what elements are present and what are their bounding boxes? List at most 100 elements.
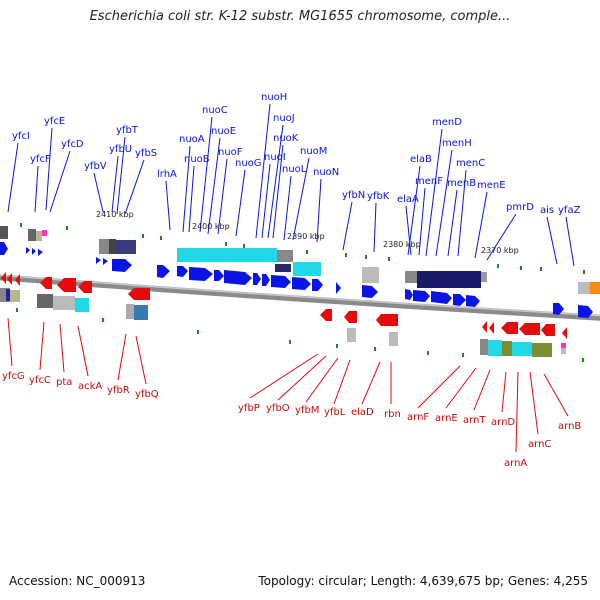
gene-label-menB[interactable]: menB bbox=[447, 178, 476, 189]
gene-arrow[interactable] bbox=[376, 314, 398, 326]
gene-arrow[interactable] bbox=[177, 266, 188, 277]
gene-arrow[interactable] bbox=[541, 324, 555, 336]
gene-arrow[interactable] bbox=[103, 258, 108, 265]
gene-label-nuoL[interactable]: nuoL bbox=[282, 164, 307, 175]
gene-arrow[interactable] bbox=[157, 265, 170, 278]
gene-arrow[interactable] bbox=[57, 278, 76, 292]
gene-label-nuoI[interactable]: nuoI bbox=[264, 152, 286, 163]
gene-arrow[interactable] bbox=[38, 249, 43, 256]
gene-arrow[interactable] bbox=[15, 274, 20, 286]
gene-label-elaB[interactable]: elaB bbox=[410, 154, 432, 165]
gene-arrow[interactable] bbox=[253, 273, 261, 285]
gene-label-nuoE[interactable]: nuoE bbox=[211, 126, 236, 137]
gene-label-yfcE[interactable]: yfcE bbox=[44, 116, 65, 127]
gene-label-arnE[interactable]: arnE bbox=[435, 413, 458, 424]
gene-label-elaD[interactable]: elaD bbox=[351, 407, 374, 418]
gene-arrow[interactable] bbox=[189, 267, 213, 281]
gene-arrow[interactable] bbox=[32, 248, 36, 255]
gene-arrow[interactable] bbox=[431, 291, 452, 304]
gene-label-yfcF[interactable]: yfcF bbox=[30, 154, 51, 165]
gene-label-nuoM[interactable]: nuoM bbox=[300, 146, 327, 157]
gene-label-nuoA[interactable]: nuoA bbox=[179, 134, 205, 145]
gene-label-yfbU[interactable]: yfbU bbox=[109, 144, 132, 155]
sequence-title: Escherichia coli str. K-12 substr. MG165… bbox=[89, 9, 511, 24]
gene-label-yfaZ[interactable]: yfaZ bbox=[558, 205, 581, 216]
gene-arrow[interactable] bbox=[413, 290, 430, 302]
feature-box bbox=[99, 239, 109, 254]
gene-label-yfbN[interactable]: yfbN bbox=[342, 190, 365, 201]
gene-arrow[interactable] bbox=[271, 275, 291, 288]
gene-label-yfbO[interactable]: yfbO bbox=[266, 403, 290, 414]
gene-arrow[interactable] bbox=[336, 282, 341, 294]
gene-label-arnT[interactable]: arnT bbox=[463, 415, 486, 426]
gene-label-ais[interactable]: ais bbox=[540, 205, 554, 216]
gene-arrow[interactable] bbox=[0, 242, 8, 255]
gene-arrow[interactable] bbox=[292, 277, 311, 290]
gene-arrow[interactable] bbox=[224, 270, 252, 285]
gene-label-nuoF[interactable]: nuoF bbox=[218, 147, 243, 158]
gene-label-nuoG[interactable]: nuoG bbox=[235, 158, 262, 169]
gene-label-menH[interactable]: menH bbox=[442, 138, 472, 149]
gene-label-nuoN[interactable]: nuoN bbox=[313, 167, 339, 178]
gene-label-nuoK[interactable]: nuoK bbox=[273, 133, 299, 144]
gene-label-pta[interactable]: pta bbox=[56, 377, 72, 388]
gene-label-yfcC[interactable]: yfcC bbox=[29, 375, 51, 386]
gene-label-rbn[interactable]: rbn bbox=[384, 409, 401, 420]
gene-label-yfbL[interactable]: yfbL bbox=[324, 407, 346, 418]
gene-label-menF[interactable]: menF bbox=[415, 176, 443, 187]
gene-label-arnB[interactable]: arnB bbox=[558, 421, 581, 432]
gene-label-elaA[interactable]: elaA bbox=[397, 194, 419, 205]
gene-arrow[interactable] bbox=[78, 281, 92, 293]
gene-arrow[interactable] bbox=[262, 274, 270, 286]
gene-label-yfbP[interactable]: yfbP bbox=[238, 403, 260, 414]
gene-arrow[interactable] bbox=[112, 259, 132, 272]
gene-arrow[interactable] bbox=[40, 277, 52, 289]
gene-label-menD[interactable]: menD bbox=[432, 117, 462, 128]
gene-label-yfbS[interactable]: yfbS bbox=[135, 148, 157, 159]
gene-label-arnF[interactable]: arnF bbox=[407, 412, 429, 423]
gene-arrow[interactable] bbox=[96, 257, 101, 264]
gene-arrow[interactable] bbox=[128, 288, 150, 300]
gene-arrow[interactable] bbox=[482, 321, 487, 333]
gene-arrow[interactable] bbox=[320, 309, 332, 321]
gene-arrow[interactable] bbox=[466, 295, 480, 307]
gene-label-yfbT[interactable]: yfbT bbox=[116, 125, 139, 136]
gene-arrow[interactable] bbox=[553, 303, 564, 315]
gene-arrow[interactable] bbox=[312, 279, 323, 291]
gene-arrow[interactable] bbox=[344, 311, 357, 323]
gene-label-yfcG[interactable]: yfcG bbox=[2, 371, 25, 382]
gene-arrow[interactable] bbox=[453, 294, 466, 306]
gene-label-ackA[interactable]: ackA bbox=[78, 381, 102, 392]
connector-line bbox=[445, 367, 477, 409]
gene-label-yfbV[interactable]: yfbV bbox=[84, 161, 107, 172]
gene-label-yfcD[interactable]: yfcD bbox=[61, 139, 84, 150]
gene-label-arnD[interactable]: arnD bbox=[491, 417, 515, 428]
gene-arrow[interactable] bbox=[578, 305, 593, 318]
gene-arrow[interactable] bbox=[501, 322, 518, 334]
gene-label-lrhA[interactable]: lrhA bbox=[157, 169, 177, 180]
gene-label-nuoB[interactable]: nuoB bbox=[184, 154, 210, 165]
gene-arrow[interactable] bbox=[214, 270, 224, 281]
gene-label-nuoJ[interactable]: nuoJ bbox=[273, 113, 295, 124]
gene-arrow[interactable] bbox=[562, 327, 567, 339]
gene-arrow[interactable] bbox=[26, 247, 30, 254]
gene-label-menE[interactable]: menE bbox=[477, 180, 506, 191]
gene-label-pmrD[interactable]: pmrD bbox=[506, 202, 534, 213]
gene-label-nuoC[interactable]: nuoC bbox=[202, 105, 228, 116]
gene-label-yfcI[interactable]: yfcI bbox=[12, 131, 30, 142]
gene-label-yfbK[interactable]: yfbK bbox=[367, 191, 390, 202]
gene-arrow[interactable] bbox=[1, 272, 6, 284]
gene-label-arnC[interactable]: arnC bbox=[528, 439, 551, 450]
gene-arrow[interactable] bbox=[362, 285, 378, 298]
gene-arrow[interactable] bbox=[519, 323, 540, 335]
gene-label-menC[interactable]: menC bbox=[456, 158, 485, 169]
gene-label-yfbR[interactable]: yfbR bbox=[107, 385, 130, 396]
gene-label-nuoH[interactable]: nuoH bbox=[261, 92, 287, 103]
gene-label-yfbQ[interactable]: yfbQ bbox=[135, 389, 159, 400]
gene-arrow[interactable] bbox=[489, 322, 494, 334]
gene-label-arnA[interactable]: arnA bbox=[504, 458, 527, 469]
gene-arrow[interactable] bbox=[405, 289, 413, 300]
gene-label-yfbM[interactable]: yfbM bbox=[295, 405, 319, 416]
gene-arrow[interactable] bbox=[7, 273, 12, 285]
